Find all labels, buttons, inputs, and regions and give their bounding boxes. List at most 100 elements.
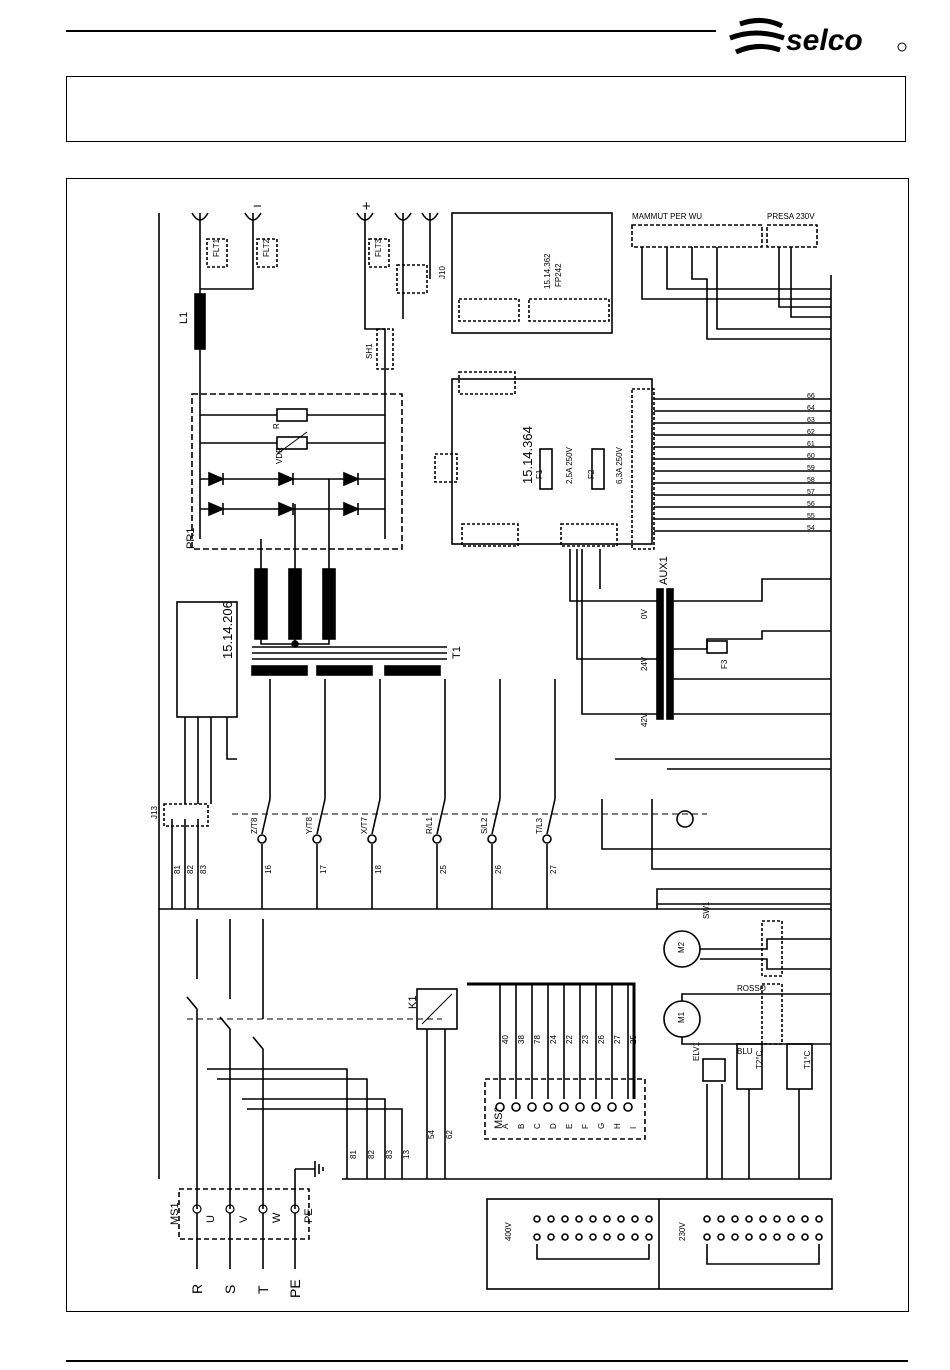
svg-text:81: 81 [173,865,182,874]
module-206 [176,601,238,718]
valve-elv1 [702,1058,726,1082]
ms2-row-label: H [613,1123,622,1129]
selector-blade [261,798,271,835]
svg-text:15.14.362: 15.14.362 [543,253,552,289]
j9-connector [458,298,520,322]
ms2-wire-label: 78 [533,1035,542,1044]
legend-terminal-400-a [589,1215,597,1223]
svg-text:83: 83 [385,1150,394,1159]
ms2-terminal [511,1102,521,1112]
svg-text:BLU: BLU [737,1047,753,1056]
j11-connector [761,920,783,977]
svg-text:400V: 400V [504,1222,513,1241]
selector-blade [491,798,501,835]
svg-text:T1°C: T1°C [803,1050,812,1069]
svg-text:FLT3: FLT3 [374,238,383,257]
legend-terminal-230-b [717,1233,725,1241]
ms1-w: W [271,1212,283,1223]
svg-text:SH1: SH1 [365,343,374,359]
ms2-terminal [591,1102,601,1112]
brand-text: selco [786,24,863,57]
svg-text:42V: 42V [640,712,649,727]
legend-terminal-400-a [533,1215,541,1223]
j6-wire-label: 55 [807,513,815,520]
ms2-row-label: C [533,1123,542,1129]
ms2-row-label: G [597,1123,606,1129]
j12-connector [528,298,610,322]
j13-label: J13 [150,806,159,819]
selector-wire-label: 27 [549,865,558,874]
legend-terminal-400-b [575,1233,583,1241]
svg-text:R: R [272,423,281,429]
selector-position-label: T/L3 [535,817,544,834]
j7-connector [434,453,458,483]
ms4-block [766,224,818,248]
ms2-wire-label: 22 [565,1035,574,1044]
ms2-terminal [607,1102,617,1112]
wiring-diagram: R S T PE MS1 U V W PE K1 81 8 [150,198,833,1298]
j1-connector [761,983,783,1045]
j6-wire-label: 54 [807,525,815,532]
selector-contact [487,834,497,844]
svg-text:81: 81 [349,1150,358,1159]
legend-terminal-400-a [617,1215,625,1223]
legend-terminal-230-a [815,1215,823,1223]
svg-text:ELV1: ELV1 [692,1041,701,1061]
svg-text:VDR: VDR [275,447,284,464]
selector-contact [312,834,322,844]
filters [206,238,390,268]
pr1-label: PR1 [185,528,197,549]
ms2-terminal [623,1102,633,1112]
svg-text:6,3A 250V: 6,3A 250V [615,446,624,484]
svg-text:2,5A 250V: 2,5A 250V [565,446,574,484]
j8-connector [458,371,516,395]
fuse-f1 [539,448,553,490]
ms2-terminal [543,1102,553,1112]
j6-wire-label: 63 [807,417,815,424]
ms1-v: V [238,1215,250,1223]
input-s-label: S [222,1285,238,1294]
svg-text:FP242: FP242 [554,263,563,287]
ms2-terminal [559,1102,569,1112]
j6-wire-label: 62 [807,429,815,436]
legend-terminal-230-b [759,1233,767,1241]
svg-text:15.14.364: 15.14.364 [520,426,535,484]
resistor-r [276,408,308,422]
svg-text:FLT2: FLT2 [262,238,271,257]
legend-link-230 [706,1244,820,1265]
legend-terminal-230-b [731,1233,739,1241]
legend-terminal-400-a [561,1215,569,1223]
legend-terminal-400-b [631,1233,639,1241]
ms2-label: MS2 [493,1106,505,1129]
legend-terminal-230-a [703,1215,711,1223]
selector-contact [257,834,267,844]
selector-contact [542,834,552,844]
selector-position-label: Z/T8 [250,817,259,834]
ms2-row-label: F [581,1124,590,1129]
input-t-label: T [255,1285,271,1294]
legend-terminal-230-b [703,1233,711,1241]
svg-text:+: + [362,198,371,215]
fuse-f2 [591,448,605,490]
svg-text:J10: J10 [438,266,447,279]
legend-terminal-400-a [645,1215,653,1223]
legend-terminal-230-b [745,1233,753,1241]
selector-wire-label: 16 [264,865,273,874]
j6-wire-label: 56 [807,501,815,508]
ms2-row-label: D [549,1123,558,1129]
ms2-wire-label: 27 [613,1035,622,1044]
cn4-connector [461,523,519,547]
legend-terminal-230-a [759,1215,767,1223]
ms1-pe: PE [303,1208,315,1223]
selector-position-label: Y/T8 [305,817,314,834]
legend-terminal-400-b [645,1233,653,1241]
k1-coil [416,988,458,1030]
svg-text:82: 82 [186,865,195,874]
svg-text:M1: M1 [677,1011,686,1023]
j6-wire-label: 58 [807,477,815,484]
legend-terminal-400-b [589,1233,597,1241]
legend-terminal-230-a [731,1215,739,1223]
ms2-terminal [527,1102,537,1112]
